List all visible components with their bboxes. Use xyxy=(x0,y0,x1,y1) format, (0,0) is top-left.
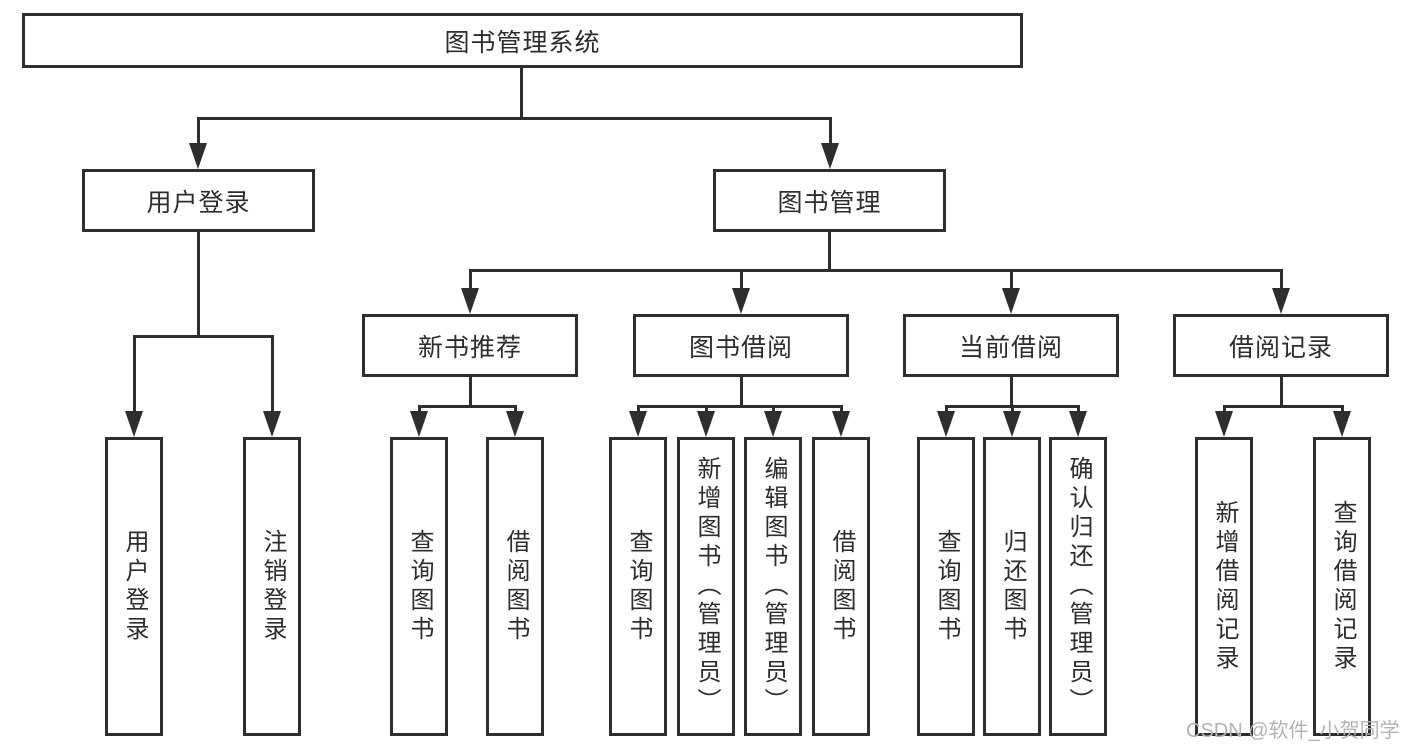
arrow-down-icon xyxy=(697,411,715,437)
leaf-newbook-borrow-books: 借阅图书 xyxy=(486,437,544,736)
arrow-down-icon xyxy=(1069,411,1087,437)
connector-line xyxy=(637,405,640,413)
connector-line xyxy=(133,335,136,413)
connector-line xyxy=(514,405,517,413)
leaf-label: 归还图书 xyxy=(999,528,1026,645)
leaf-label: 确认归还（管理员） xyxy=(1065,456,1092,717)
connector-line xyxy=(945,405,948,413)
leaf-label: 查询图书 xyxy=(933,528,960,645)
leaf-label: 注销登录 xyxy=(259,528,286,645)
node-library-management-system: 图书管理系统 xyxy=(22,13,1023,68)
connector-line xyxy=(1280,375,1283,407)
leaf-query-borrow-record: 查询借阅记录 xyxy=(1313,437,1371,736)
connector-line xyxy=(1010,375,1013,407)
arrow-down-icon xyxy=(410,411,428,437)
connector-line xyxy=(469,375,472,407)
connector-line xyxy=(1011,405,1014,413)
leaf-label: 查询图书 xyxy=(625,528,652,645)
connector-line xyxy=(1223,405,1226,413)
connector-line xyxy=(828,230,831,271)
connector-line xyxy=(1341,405,1344,413)
node-current-borrow: 当前借阅 xyxy=(903,314,1119,377)
node-label: 图书借阅 xyxy=(688,333,793,362)
connector-line xyxy=(1077,405,1080,413)
csdn-watermark: CSDN @软件_小贺同学 xyxy=(1186,720,1400,742)
leaf-newbook-query-books: 查询图书 xyxy=(390,437,448,736)
leaf-label: 新增借阅记录 xyxy=(1211,499,1238,674)
leaf-return-books: 归还图书 xyxy=(983,437,1041,736)
connector-line xyxy=(637,405,843,408)
node-label: 新书推荐 xyxy=(417,333,522,362)
arrow-down-icon xyxy=(1333,411,1351,437)
arrow-down-icon xyxy=(263,411,281,437)
node-label: 图书管理 xyxy=(777,188,882,217)
connector-line xyxy=(133,335,274,338)
node-book-borrow: 图书借阅 xyxy=(633,314,849,377)
connector-line xyxy=(705,405,708,413)
arrow-down-icon xyxy=(832,411,850,437)
leaf-label: 查询图书 xyxy=(406,528,433,645)
connector-line xyxy=(469,269,1283,272)
leaf-confirm-return-admin: 确认归还（管理员） xyxy=(1049,437,1107,736)
leaf-current-query-books: 查询图书 xyxy=(917,437,975,736)
arrow-down-icon xyxy=(189,143,207,169)
connector-line xyxy=(469,269,472,290)
arrow-down-icon xyxy=(1272,288,1290,314)
leaf-label: 新增图书（管理员） xyxy=(693,456,720,717)
leaf-edit-books-admin: 编辑图书（管理员） xyxy=(744,437,802,736)
node-label: 图书管理系统 xyxy=(444,28,601,57)
connector-line xyxy=(520,66,523,118)
arrow-down-icon xyxy=(732,288,750,314)
leaf-logout: 注销登录 xyxy=(243,437,301,736)
connector-line xyxy=(740,269,743,290)
node-label: 用户登录 xyxy=(146,188,251,217)
arrow-down-icon xyxy=(821,143,839,169)
connector-line xyxy=(271,335,274,413)
arrow-down-icon xyxy=(1002,288,1020,314)
arrow-down-icon xyxy=(1215,411,1233,437)
arrow-down-icon xyxy=(506,411,524,437)
connector-line xyxy=(840,405,843,413)
leaf-add-books-admin: 新增图书（管理员） xyxy=(677,437,735,736)
leaf-label: 用户登录 xyxy=(121,528,148,645)
arrow-down-icon xyxy=(1003,411,1021,437)
leaf-label: 借阅图书 xyxy=(502,528,529,645)
arrow-down-icon xyxy=(937,411,955,437)
leaf-label: 借阅图书 xyxy=(828,528,855,645)
connector-line xyxy=(197,117,832,120)
connector-line xyxy=(829,117,832,145)
arrow-down-icon xyxy=(461,288,479,314)
connector-line xyxy=(418,405,421,413)
connector-line xyxy=(1223,405,1344,408)
leaf-user-login: 用户登录 xyxy=(105,437,163,736)
node-label: 借阅记录 xyxy=(1228,333,1333,362)
connector-line xyxy=(1010,269,1013,290)
leaf-borrow-books: 借阅图书 xyxy=(812,437,870,736)
arrow-down-icon xyxy=(764,411,782,437)
node-label: 当前借阅 xyxy=(958,333,1063,362)
connector-line xyxy=(197,230,200,337)
leaf-label: 查询借阅记录 xyxy=(1329,499,1356,674)
node-borrow-records: 借阅记录 xyxy=(1173,314,1389,377)
node-new-book-recommend: 新书推荐 xyxy=(362,314,578,377)
connector-line xyxy=(772,405,775,413)
connector-line xyxy=(1280,269,1283,290)
connector-line xyxy=(197,117,200,145)
leaf-label: 编辑图书（管理员） xyxy=(760,456,787,717)
node-user-login: 用户登录 xyxy=(82,169,315,232)
arrow-down-icon xyxy=(125,411,143,437)
connector-line xyxy=(740,375,743,407)
leaf-add-borrow-record: 新增借阅记录 xyxy=(1195,437,1253,736)
connector-line xyxy=(418,405,517,408)
arrow-down-icon xyxy=(629,411,647,437)
leaf-borrow-query-books: 查询图书 xyxy=(609,437,667,736)
node-book-management: 图书管理 xyxy=(713,169,946,232)
